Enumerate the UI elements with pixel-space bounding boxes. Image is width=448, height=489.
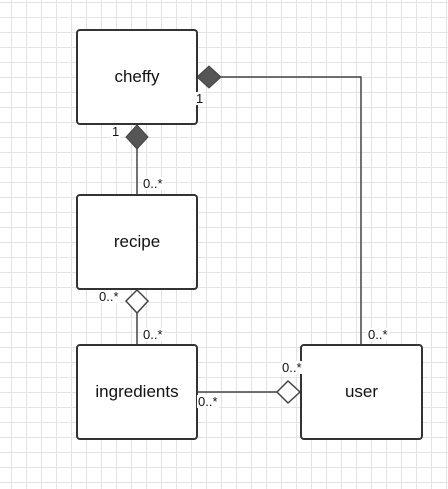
cheffy-user-connector (221, 76, 362, 345)
multiplicity-ingredients-to-user: 0..* (197, 394, 219, 409)
multiplicity-ingredients-from-recipe: 0..* (142, 327, 164, 342)
multiplicity-recipe-to-ingredients: 0..* (98, 289, 120, 304)
multiplicity-user-from-ingredients: 0..* (281, 360, 303, 375)
class-user[interactable]: user (300, 344, 423, 440)
class-ingredients-label: ingredients (95, 382, 179, 401)
multiplicity-recipe-from-cheffy: 0..* (142, 176, 164, 191)
multiplicity-user-from-cheffy: 0..* (367, 327, 389, 342)
class-recipe-label: recipe (113, 232, 161, 251)
aggregation-diamond-recipe (124, 288, 150, 315)
multiplicity-cheffy-user-one: 1 (195, 91, 205, 106)
class-cheffy[interactable]: cheffy (76, 29, 198, 125)
composition-diamond-cheffy-recipe (125, 124, 149, 150)
class-cheffy-label: cheffy (114, 67, 160, 86)
composition-diamond-cheffy-user (196, 65, 222, 89)
class-user-label: user (344, 382, 379, 401)
class-recipe[interactable]: recipe (76, 194, 198, 290)
multiplicity-cheffy-recipe-one: 1 (111, 124, 121, 139)
class-ingredients[interactable]: ingredients (76, 344, 198, 440)
aggregation-diamond-user (275, 379, 302, 405)
